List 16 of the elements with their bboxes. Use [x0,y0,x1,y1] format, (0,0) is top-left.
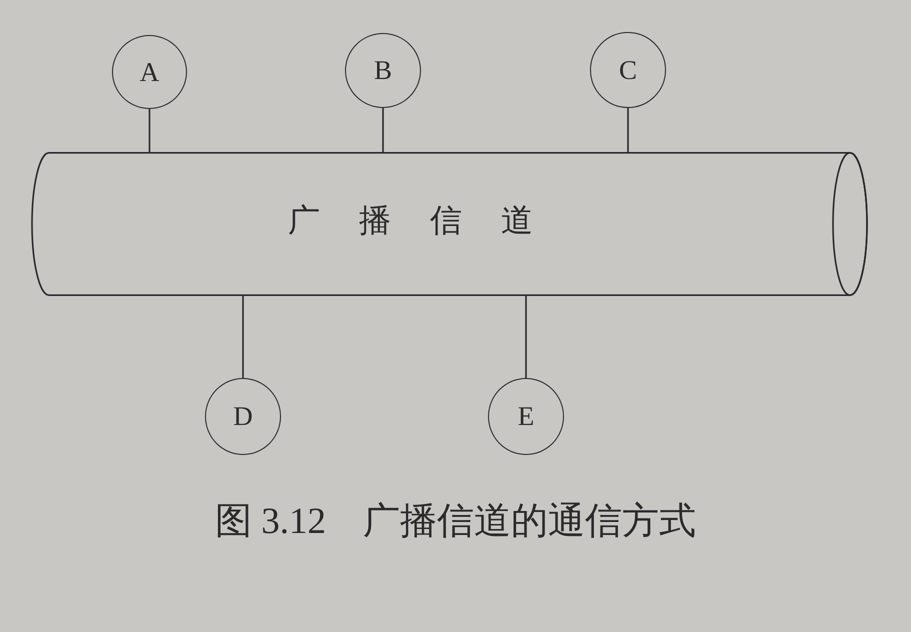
station-circle [112,35,187,109]
station-label: C [618,56,637,84]
figure-caption: 图 3.12 广播信道的通信方式 [215,501,696,542]
station-circle [590,32,666,108]
connector-line [382,108,384,152]
station-circle [345,33,421,108]
station-label: B [374,57,392,84]
station-label: D [233,403,253,430]
station-circle [205,378,281,455]
connector-line [627,108,629,152]
station-label: A [140,58,160,86]
connector-line [242,296,244,378]
connector-line [525,296,527,378]
station-label: E [518,403,534,430]
connector-line [148,109,150,152]
station-circle [488,378,564,455]
